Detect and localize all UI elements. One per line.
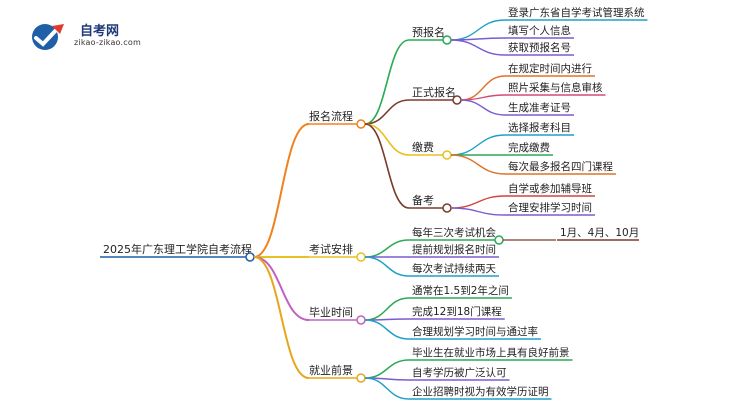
leaf-label: 毕业生在就业市场上具有良好前景 [412, 346, 570, 359]
sub-node [442, 203, 452, 213]
branch-label: 考试安排 [309, 242, 353, 256]
leaf-connector [364, 359, 410, 379]
leaf-label: 照片采集与信息审核 [508, 81, 603, 94]
leaf-connector [460, 94, 506, 101]
leaf-label: 每次考试持续两天 [412, 262, 496, 275]
leaf-label: 在规定时间内进行 [508, 62, 592, 75]
leaf-label: 通常在1.5到2年之间 [412, 284, 509, 297]
sub-label: 缴费 [412, 140, 434, 154]
sub-node [494, 235, 504, 245]
leaf-connector [450, 195, 506, 209]
sub-node [442, 35, 452, 45]
leaf-label: 自考学历被广泛认可 [412, 366, 507, 379]
sub-node [452, 95, 462, 105]
branch-node [356, 252, 366, 262]
leaf-label: 登录广东省自学考试管理系统 [508, 6, 645, 19]
branch-node [356, 119, 366, 129]
leaf-label: 完成12到18门课程 [412, 305, 502, 318]
leaf-label: 1月、4月、10月 [560, 227, 639, 239]
branch-label: 就业前景 [309, 363, 353, 377]
branch-connector [253, 256, 310, 379]
leaf-label: 提前规划报名时间 [412, 243, 496, 256]
branch-node [356, 373, 366, 383]
leaf-connector [364, 377, 410, 400]
leaf-label: 获取预报名号 [508, 41, 571, 54]
sub-label: 备考 [412, 193, 434, 207]
sub-connector [364, 123, 410, 156]
leaf-label: 合理安排学习时间 [508, 201, 592, 214]
leaf-connector [364, 256, 410, 277]
sub-connector [364, 123, 410, 209]
root-label: 2025年广东理工学院自考流程 [103, 242, 252, 256]
leaf-label: 企业招聘时视为有效学历证明 [412, 385, 549, 398]
leaf-label: 每次最多报名四门课程 [508, 160, 613, 173]
branch-node [356, 315, 366, 325]
leaf-connector [364, 319, 410, 340]
sub-label: 预报名 [412, 25, 445, 39]
root-node [245, 252, 255, 262]
leaf-label: 生成准考证号 [508, 101, 571, 114]
sub-node [442, 150, 452, 160]
leaf-connector [450, 207, 506, 216]
sub-connector [364, 99, 410, 125]
branch-connector [253, 123, 310, 258]
brand-name: 自考网 [80, 24, 120, 39]
leaf-connector [450, 134, 506, 156]
leaf-label: 选择报考科目 [508, 121, 571, 134]
sub-label: 正式报名 [412, 85, 456, 99]
leaf-connector [450, 154, 506, 175]
leaf-connector [364, 297, 410, 321]
leaf-connector [460, 75, 506, 101]
brand-domain: zikao-zikao.com [74, 38, 141, 47]
branch-label: 毕业时间 [309, 306, 353, 319]
leaf-label: 自学或参加辅导班 [508, 182, 592, 195]
sub-connector [364, 39, 410, 125]
leaf-connector [450, 19, 506, 41]
branch-label: 报名流程 [309, 109, 353, 123]
leaf-connector [364, 239, 410, 258]
leaf-label: 完成缴费 [508, 141, 550, 154]
branch-connector [253, 256, 310, 321]
leaf-connector [460, 99, 506, 116]
leaf-label: 合理规划学习时间与通过率 [412, 325, 538, 338]
logo-icon [30, 22, 70, 56]
leaf-connector [450, 39, 506, 56]
leaf-label: 每年三次考试机会 [412, 226, 496, 239]
leaf-label: 填写个人信息 [508, 24, 571, 37]
